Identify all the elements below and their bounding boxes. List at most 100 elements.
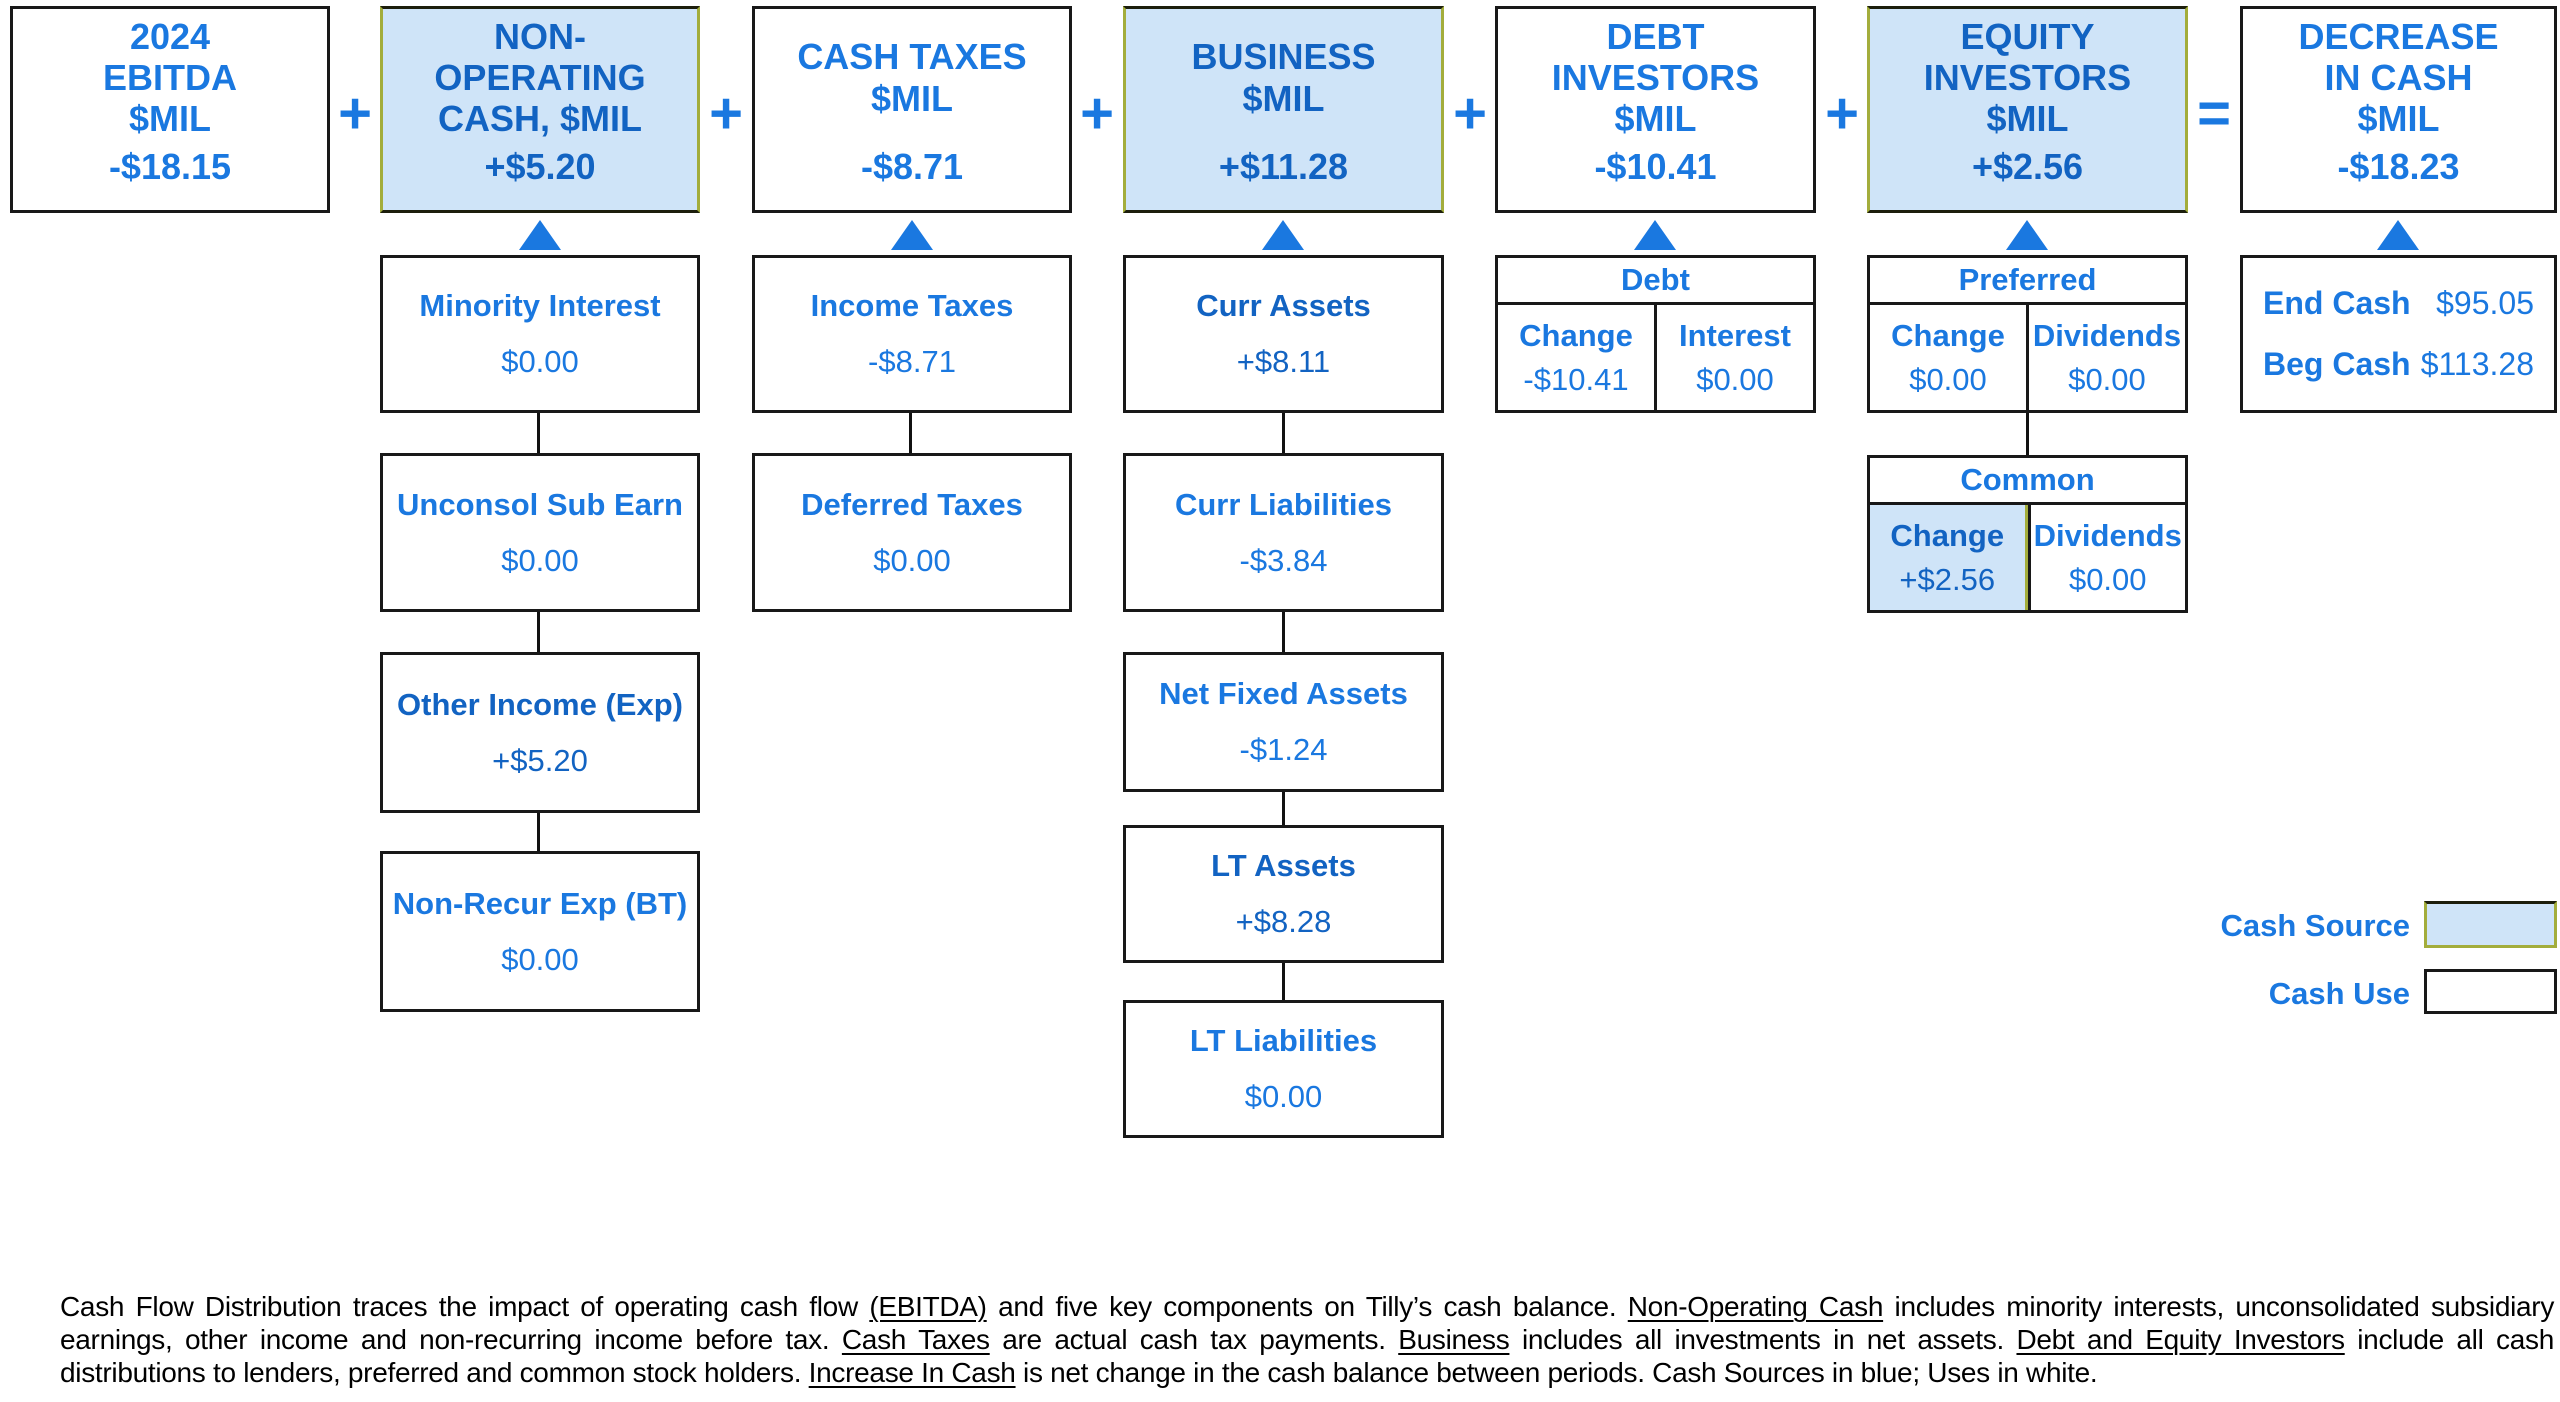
connector-line [537, 612, 540, 652]
box-value: +$8.28 [1235, 904, 1332, 939]
footnote-segment-underlined: Debt and Equity Investors [2016, 1324, 2345, 1355]
debt-interest-cell: Interest $0.00 [1654, 305, 1813, 410]
preferred-table-header: Preferred [1870, 258, 2185, 305]
connector-line [537, 813, 540, 851]
plus-operator: + [1453, 81, 1487, 146]
plus-operator: + [1825, 81, 1859, 146]
decrease-in-cash-box: DECREASE IN CASH $MIL -$18.23 [2240, 6, 2557, 213]
debt-table-header: Debt [1498, 258, 1813, 305]
footnote-segment: is net change in the cash balance betwee… [1015, 1357, 2098, 1388]
cash-taxes-value: -$8.71 [860, 146, 964, 187]
business-title: BUSINESS $MIL [1191, 36, 1376, 119]
cell-label: Dividends [2033, 517, 2182, 553]
box-label: Net Fixed Assets [1159, 676, 1408, 711]
plus-operator: + [709, 81, 743, 146]
other-income-box: Other Income (Exp) +$5.20 [380, 652, 700, 813]
non-recur-exp-box: Non-Recur Exp (BT) $0.00 [380, 851, 700, 1012]
debt-investors-box: DEBT INVESTORS $MIL -$10.41 [1495, 6, 1816, 213]
footnote-segment: includes all investments in net assets. [1509, 1324, 2017, 1355]
cash-balance-box: End Cash $95.05 Beg Cash $113.28 [2240, 255, 2557, 413]
minority-interest-box: Minority Interest $0.00 [380, 255, 700, 413]
preferred-change-cell: Change $0.00 [1870, 305, 2026, 410]
debt-table-row: Change -$10.41 Interest $0.00 [1498, 305, 1813, 410]
box-label: Unconsol Sub Earn [397, 486, 683, 522]
arrow-up-icon [2377, 220, 2419, 250]
footnote-segment: are actual cash tax payments. [989, 1324, 1399, 1355]
cell-value: $0.00 [2068, 361, 2146, 397]
debt-change-cell: Change -$10.41 [1498, 305, 1654, 410]
box-label: Other Income (Exp) [397, 686, 683, 722]
preferred-table-row: Change $0.00 Dividends $0.00 [1870, 305, 2185, 410]
debt-investors-title: DEBT INVESTORS $MIL [1551, 15, 1760, 140]
end-cash-row: End Cash $95.05 [2263, 285, 2534, 322]
legend-cash-use-label: Cash Use [2268, 976, 2410, 1011]
ebitda-box: 2024 EBITDA $MIL -$18.15 [10, 6, 330, 213]
box-label: Minority Interest [419, 288, 661, 323]
box-label: Deferred Taxes [801, 486, 1023, 522]
legend-cash-source-label: Cash Source [2220, 908, 2410, 943]
curr-liabilities-box: Curr Liabilities -$3.84 [1123, 453, 1444, 612]
common-table-header: Common [1870, 458, 2185, 505]
non-operating-cash-box: NON- OPERATING CASH, $MIL +$5.20 [380, 6, 700, 213]
legend-cash-source-swatch [2424, 901, 2557, 948]
ebitda-value: -$18.15 [108, 146, 232, 187]
equity-investors-value: +$2.56 [1971, 146, 2084, 187]
connector-line [2026, 413, 2029, 455]
footnote-paragraph: Cash Flow Distribution traces the impact… [60, 1290, 2554, 1389]
connector-line [1282, 413, 1285, 453]
box-value: +$8.11 [1236, 344, 1331, 379]
net-fixed-assets-box: Net Fixed Assets -$1.24 [1123, 652, 1444, 792]
cell-value: +$2.56 [1899, 561, 1996, 597]
connector-line [537, 413, 540, 453]
connector-line [1282, 963, 1285, 1000]
debt-investors-value: -$10.41 [1594, 146, 1717, 187]
decrease-in-cash-title: DECREASE IN CASH $MIL [2298, 15, 2499, 140]
footnote-segment-underlined: (EBITDA) [869, 1291, 987, 1322]
debt-table: Debt Change -$10.41 Interest $0.00 [1495, 255, 1816, 413]
box-value: $0.00 [1244, 1079, 1323, 1114]
cell-label: Change [1519, 317, 1633, 353]
equity-investors-box: EQUITY INVESTORS $MIL +$2.56 [1867, 6, 2188, 213]
footnote-segment: and five key components on Tilly’s cash … [986, 1291, 1628, 1322]
non-operating-title: NON- OPERATING CASH, $MIL [434, 15, 646, 140]
connector-line [909, 413, 912, 453]
common-table: Common Change +$2.56 Dividends $0.00 [1867, 455, 2188, 613]
connector-line [1282, 792, 1285, 825]
beg-cash-label: Beg Cash [2263, 346, 2411, 382]
lt-liabilities-box: LT Liabilities $0.00 [1123, 1000, 1444, 1138]
box-label: LT Assets [1211, 848, 1356, 883]
income-taxes-box: Income Taxes -$8.71 [752, 255, 1072, 413]
business-box: BUSINESS $MIL +$11.28 [1123, 6, 1444, 213]
common-change-cell: Change +$2.56 [1870, 505, 2028, 610]
arrow-up-icon [2006, 220, 2048, 250]
arrow-up-icon [891, 220, 933, 250]
footnote-segment-underlined: Increase In Cash [808, 1357, 1016, 1388]
box-value: -$1.24 [1239, 732, 1328, 767]
cell-value: $0.00 [1909, 361, 1987, 397]
footnote-segment: Cash Flow Distribution traces the impact… [60, 1291, 870, 1322]
curr-assets-box: Curr Assets +$8.11 [1123, 255, 1444, 413]
common-table-row: Change +$2.56 Dividends $0.00 [1870, 505, 2185, 610]
cell-value: $0.00 [1696, 361, 1774, 397]
decrease-in-cash-value: -$18.23 [2337, 146, 2460, 187]
box-label: Income Taxes [810, 288, 1014, 323]
end-cash-label: End Cash [2263, 285, 2411, 321]
beg-cash-row: Beg Cash $113.28 [2263, 346, 2534, 383]
lt-assets-box: LT Assets +$8.28 [1123, 825, 1444, 963]
box-value: +$5.20 [492, 742, 588, 778]
plus-operator: + [1080, 81, 1114, 146]
cell-label: Interest [1679, 317, 1791, 353]
connector-line [1282, 612, 1285, 652]
footnote-segment-underlined: Non-Operating Cash [1627, 1291, 1884, 1322]
box-value: -$3.84 [1239, 542, 1328, 578]
cell-label: Change [1890, 517, 2005, 553]
end-cash-value: $95.05 [2436, 285, 2534, 321]
footnote-segment-underlined: Business [1398, 1324, 1510, 1355]
common-dividends-cell: Dividends $0.00 [2027, 505, 2186, 610]
beg-cash-value: $113.28 [2420, 346, 2534, 382]
footnote-segment: includes minority interests, unconsolida… [60, 1291, 2555, 1355]
cell-value: -$10.41 [1523, 361, 1629, 397]
arrow-up-icon [1634, 220, 1676, 250]
box-value: -$8.71 [868, 344, 956, 379]
